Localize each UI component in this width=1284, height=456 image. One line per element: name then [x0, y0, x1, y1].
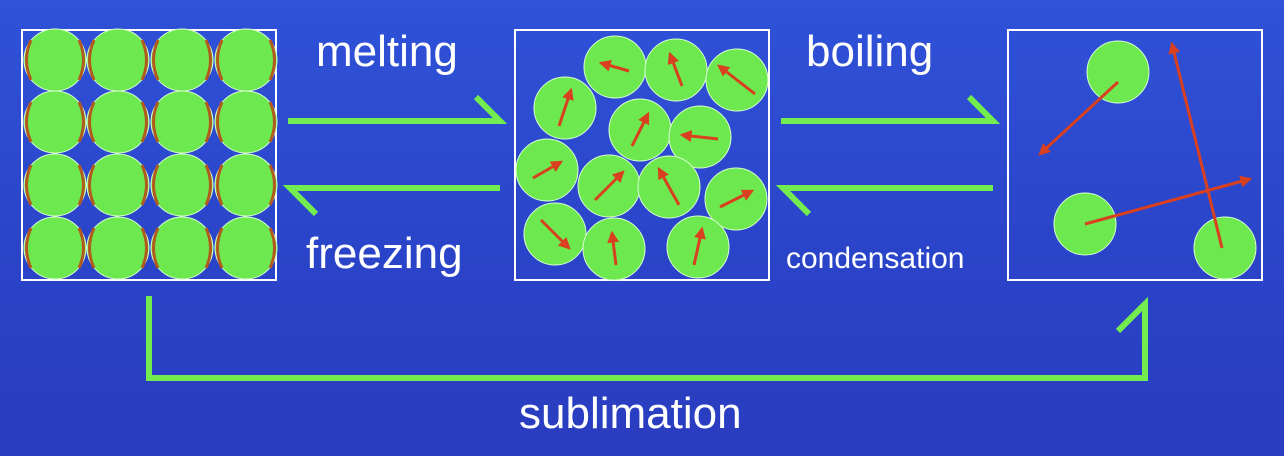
- vibration-mark: [204, 164, 212, 206]
- solid-particles: [23, 28, 278, 280]
- vibration-mark: [77, 101, 85, 143]
- motion-arrow: [717, 64, 756, 96]
- vibration-mark: [77, 227, 85, 269]
- vibration-mark: [140, 101, 148, 143]
- vibration-mark: [152, 227, 160, 269]
- motion-arrow: [607, 230, 620, 266]
- solid-particle: [150, 90, 214, 154]
- solid-particle: [150, 28, 214, 92]
- motion-arrow: [679, 130, 719, 143]
- solid-particle: [23, 153, 87, 217]
- vibration-mark: [140, 227, 148, 269]
- vibration-mark: [25, 164, 33, 206]
- sublimation-label: sublimation: [519, 389, 742, 438]
- vibration-mark: [268, 39, 276, 81]
- vibration-mark: [268, 164, 276, 206]
- solid-state-box: [21, 28, 278, 281]
- motion-arrow: [719, 189, 755, 209]
- melting-label: melting: [316, 27, 458, 76]
- motion-arrow: [539, 218, 571, 250]
- motion-arrow: [692, 226, 706, 266]
- freezing-arrow: [282, 185, 500, 217]
- motion-arrow: [667, 51, 684, 87]
- motion-arrow: [630, 111, 650, 147]
- boiling-arrow: [781, 94, 1001, 124]
- motion-arrow: [557, 87, 574, 127]
- solid-particle: [150, 153, 214, 217]
- motion-arrow: [1038, 80, 1120, 156]
- solid-particle: [214, 28, 278, 92]
- vibration-mark: [152, 164, 160, 206]
- vibration-mark: [25, 101, 33, 143]
- vibration-mark: [25, 39, 33, 81]
- liquid-particles: [515, 35, 769, 281]
- vibration-mark: [204, 39, 212, 81]
- motion-arrow: [532, 160, 564, 180]
- solid-particle: [150, 216, 214, 280]
- vibration-mark: [268, 227, 276, 269]
- liquid-state-box: [514, 29, 770, 281]
- solid-particle: [86, 216, 150, 280]
- freezing-label: freezing: [306, 229, 463, 278]
- vibration-mark: [25, 227, 33, 269]
- vibration-mark: [268, 101, 276, 143]
- vibration-mark: [140, 39, 148, 81]
- vibration-mark: [152, 101, 160, 143]
- vibration-mark: [88, 39, 96, 81]
- vibration-mark: [88, 101, 96, 143]
- solid-particle: [23, 216, 87, 280]
- melting-arrow: [288, 94, 508, 124]
- vibration-mark: [77, 164, 85, 206]
- boiling-label: boiling: [806, 27, 934, 76]
- gas-particle: [1086, 40, 1150, 104]
- vibration-mark: [88, 227, 96, 269]
- vibration-mark: [152, 39, 160, 81]
- motion-arrow: [1084, 175, 1253, 226]
- vibration-mark: [216, 164, 224, 206]
- solid-particle: [86, 90, 150, 154]
- motion-arrow: [1168, 41, 1224, 249]
- solid-particle: [214, 216, 278, 280]
- solid-particle: [23, 28, 87, 92]
- vibration-mark: [77, 39, 85, 81]
- sublimation-arrow: [146, 296, 1148, 381]
- vibration-mark: [140, 164, 148, 206]
- gas-state-box: [1007, 29, 1263, 281]
- motion-arrow: [598, 59, 630, 73]
- vibration-mark: [204, 227, 212, 269]
- solid-particle: [86, 153, 150, 217]
- condensation-label: condensation: [786, 242, 965, 275]
- motion-arrow: [657, 166, 681, 206]
- condensation-arrow: [775, 185, 993, 217]
- gas-particles: [1038, 40, 1257, 280]
- solid-particle: [23, 90, 87, 154]
- solid-particle: [214, 90, 278, 154]
- solid-particle: [86, 28, 150, 92]
- vibration-mark: [204, 101, 212, 143]
- gas-particle: [1193, 216, 1257, 280]
- vibration-mark: [88, 164, 96, 206]
- vibration-mark: [216, 39, 224, 81]
- vibration-mark: [216, 101, 224, 143]
- motion-arrow: [593, 170, 625, 202]
- vibration-mark: [216, 227, 224, 269]
- solid-particle: [214, 153, 278, 217]
